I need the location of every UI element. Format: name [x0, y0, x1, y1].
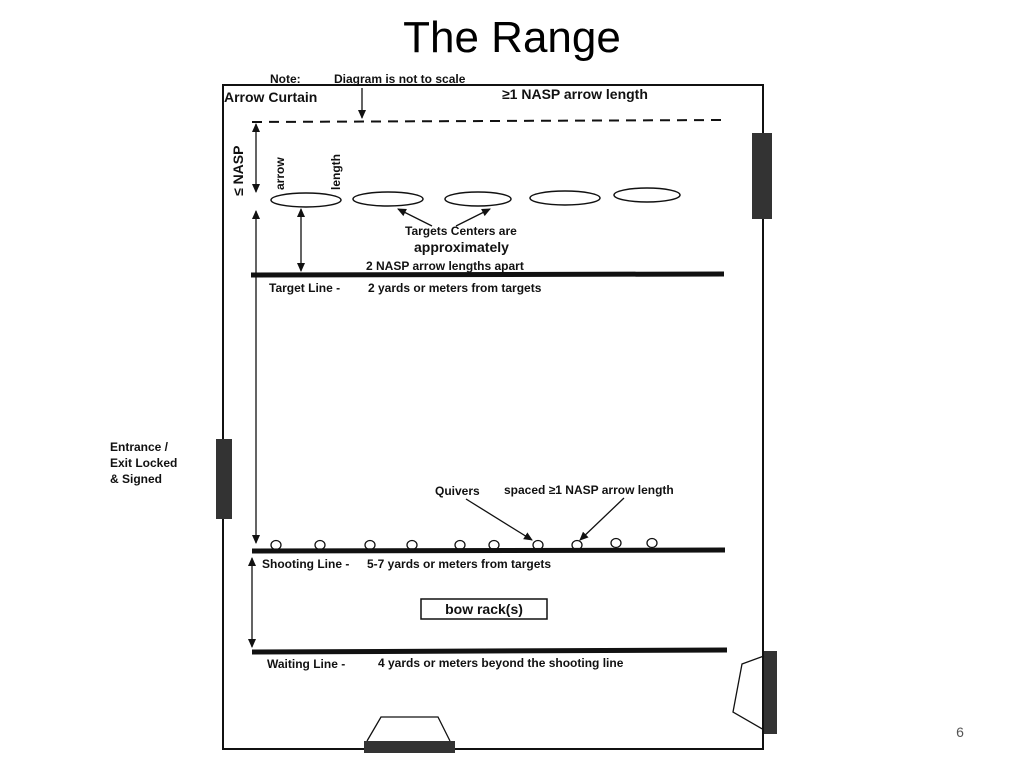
entrance-door [216, 439, 232, 519]
target-centers-line1: Targets Centers are [405, 224, 517, 238]
right-lower-door [764, 651, 777, 734]
entrance-line3: & Signed [110, 472, 162, 486]
target-line [250, 271, 725, 278]
quiver [314, 539, 326, 551]
quiver [646, 537, 658, 549]
right-upper-door [752, 133, 772, 219]
target-1 [270, 192, 342, 208]
bottom-door-swing [366, 716, 451, 742]
target-line-desc: 2 yards or meters from targets [368, 281, 542, 295]
waiting-line-desc: 4 yards or meters beyond the shooting li… [378, 656, 624, 670]
target-centers-line3: 2 NASP arrow lengths apart [366, 259, 524, 273]
bow-rack-label: bow rack(s) [445, 601, 523, 617]
quivers-spacing-arrow [579, 497, 625, 541]
target-4 [529, 190, 601, 206]
bow-rack-box [420, 598, 548, 620]
arrow-curtain-label: Arrow Curtain [224, 89, 317, 105]
note-label: Note: [270, 72, 301, 86]
target-line-label: Target Line - [269, 281, 340, 295]
quiver [270, 539, 282, 551]
gap-length-label: length [329, 154, 343, 190]
slide-title: The Range [403, 13, 621, 62]
gap-arrow-label: arrow [273, 157, 287, 190]
waiting-line-label: Waiting Line - [267, 657, 345, 671]
target-2 [352, 191, 424, 207]
target-centers-line2: approximately [414, 239, 509, 255]
quiver [610, 537, 622, 549]
curtain-gap-dimension: ≤ NASP arrow length [230, 123, 343, 196]
shooting-line [251, 547, 726, 554]
gap-nasp-label: ≤ NASP [230, 146, 246, 196]
targets [270, 187, 681, 208]
waiting-line [251, 647, 728, 655]
target-5 [613, 187, 681, 203]
quiver [364, 539, 376, 551]
bottom-door [364, 741, 455, 753]
entrance-line2: Exit Locked [110, 456, 177, 470]
shooting-line-label: Shooting Line - [262, 557, 349, 571]
quivers-label: Quivers [435, 484, 480, 498]
arrow-curtain-line [251, 119, 725, 123]
quivers-spacing-label: spaced ≥1 NASP arrow length [504, 483, 674, 497]
range-room-outline [222, 84, 764, 750]
target-center-arrow-right [455, 208, 491, 227]
curtain-distance-label: ≥1 NASP arrow length [502, 86, 648, 102]
note-text: Diagram is not to scale [334, 72, 466, 86]
right-lower-door-swing [732, 655, 765, 731]
entrance-line1: Entrance / [110, 440, 169, 454]
quivers-arrow [465, 498, 533, 541]
shooting-line-desc: 5-7 yards or meters from targets [367, 557, 551, 571]
page-number: 6 [956, 724, 964, 740]
target-3 [444, 191, 512, 207]
target-center-arrow-left [397, 208, 433, 227]
quiver [406, 539, 418, 551]
